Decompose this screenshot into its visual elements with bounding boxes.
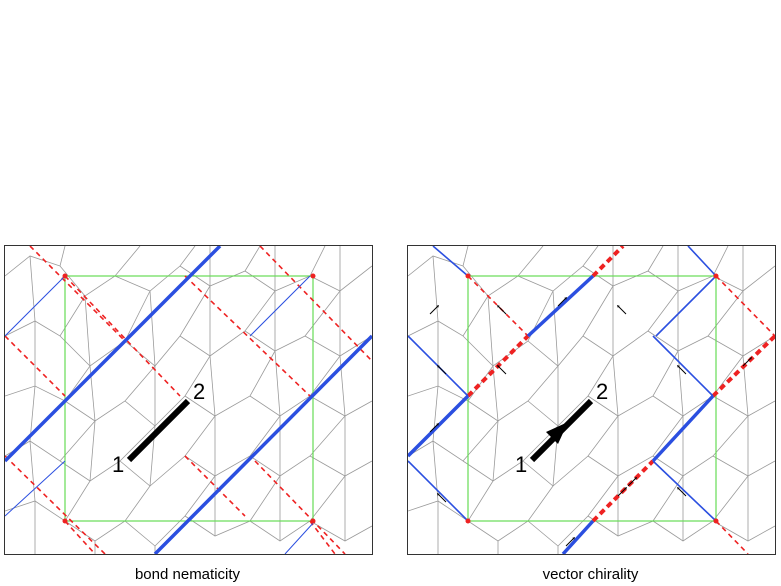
- site-label-2: 2: [596, 379, 608, 404]
- positive-bonds-thin: [5, 275, 316, 554]
- caption-bond-nematicity: bond nematicity: [134, 566, 241, 583]
- pentagonal-lattice: [408, 246, 775, 554]
- bond-nematicity-panel: 1 2: [4, 245, 373, 555]
- pentagonal-lattice: [5, 246, 372, 554]
- positive-bonds-thick: [5, 246, 372, 554]
- vector-chirality-diagram: 1 2: [408, 246, 775, 554]
- negative-bonds: [5, 246, 372, 554]
- unit-cell-corners: [62, 273, 316, 524]
- vector-chirality-panel: 1 2: [407, 245, 776, 555]
- negative-bonds-thick: [466, 246, 775, 523]
- unit-cell-corners: [465, 273, 719, 524]
- bond-1-2-arrowhead: [546, 422, 568, 444]
- bond-nematicity-diagram: 1 2: [5, 246, 372, 554]
- bond-1-2: [126, 398, 191, 463]
- site-label-2: 2: [193, 379, 205, 404]
- negative-bonds-thin: [467, 275, 775, 554]
- site-label-1: 1: [112, 452, 124, 477]
- caption-vector-chirality: vector chirality: [542, 566, 639, 583]
- bond-arrows: [429, 296, 753, 547]
- positive-bonds-thick: [408, 274, 715, 554]
- site-label-1: 1: [515, 452, 527, 477]
- positive-bonds-thin: [408, 246, 717, 522]
